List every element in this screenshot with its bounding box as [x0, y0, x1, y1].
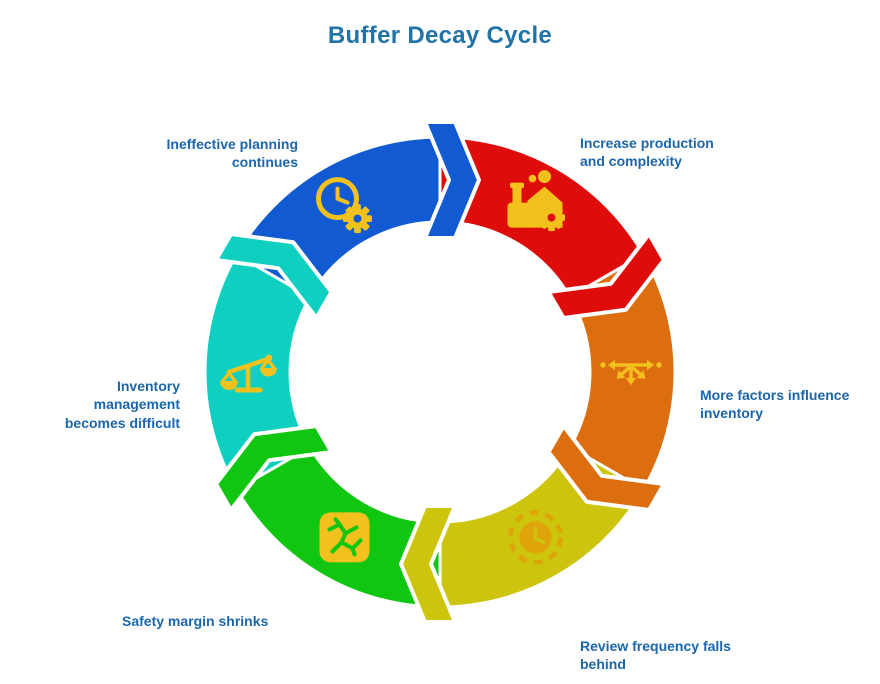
clock-gear-icon: [316, 177, 372, 234]
arrow-more-factors: [546, 424, 667, 512]
cracked-square-icon: [319, 512, 370, 563]
label-increase-production: Increase production and complexity: [580, 135, 714, 170]
label-more-factors: More factors influence inventory: [700, 387, 850, 422]
diagram-title: Buffer Decay Cycle: [327, 22, 553, 49]
arrow-inventory-management: [213, 232, 334, 320]
label-review-frequency: Review frequency falls behind: [580, 638, 731, 673]
balance-scale-icon: [220, 354, 277, 393]
label-inventory-management: Inventory management becomes difficult: [64, 378, 180, 431]
arrow-ineffective-planning: [423, 120, 481, 240]
arrow-review-frequency: [399, 504, 457, 624]
factory-gear-icon: [507, 170, 565, 232]
label-safety-margin: Safety margin shrinks: [122, 613, 269, 629]
dashed-clock-icon: [508, 510, 563, 565]
arrow-safety-margin: [213, 424, 334, 512]
arrow-increase-production: [546, 232, 667, 320]
label-ineffective-planning: Ineffective planning continues: [166, 136, 298, 171]
spread-arrows-icon: [600, 359, 662, 386]
